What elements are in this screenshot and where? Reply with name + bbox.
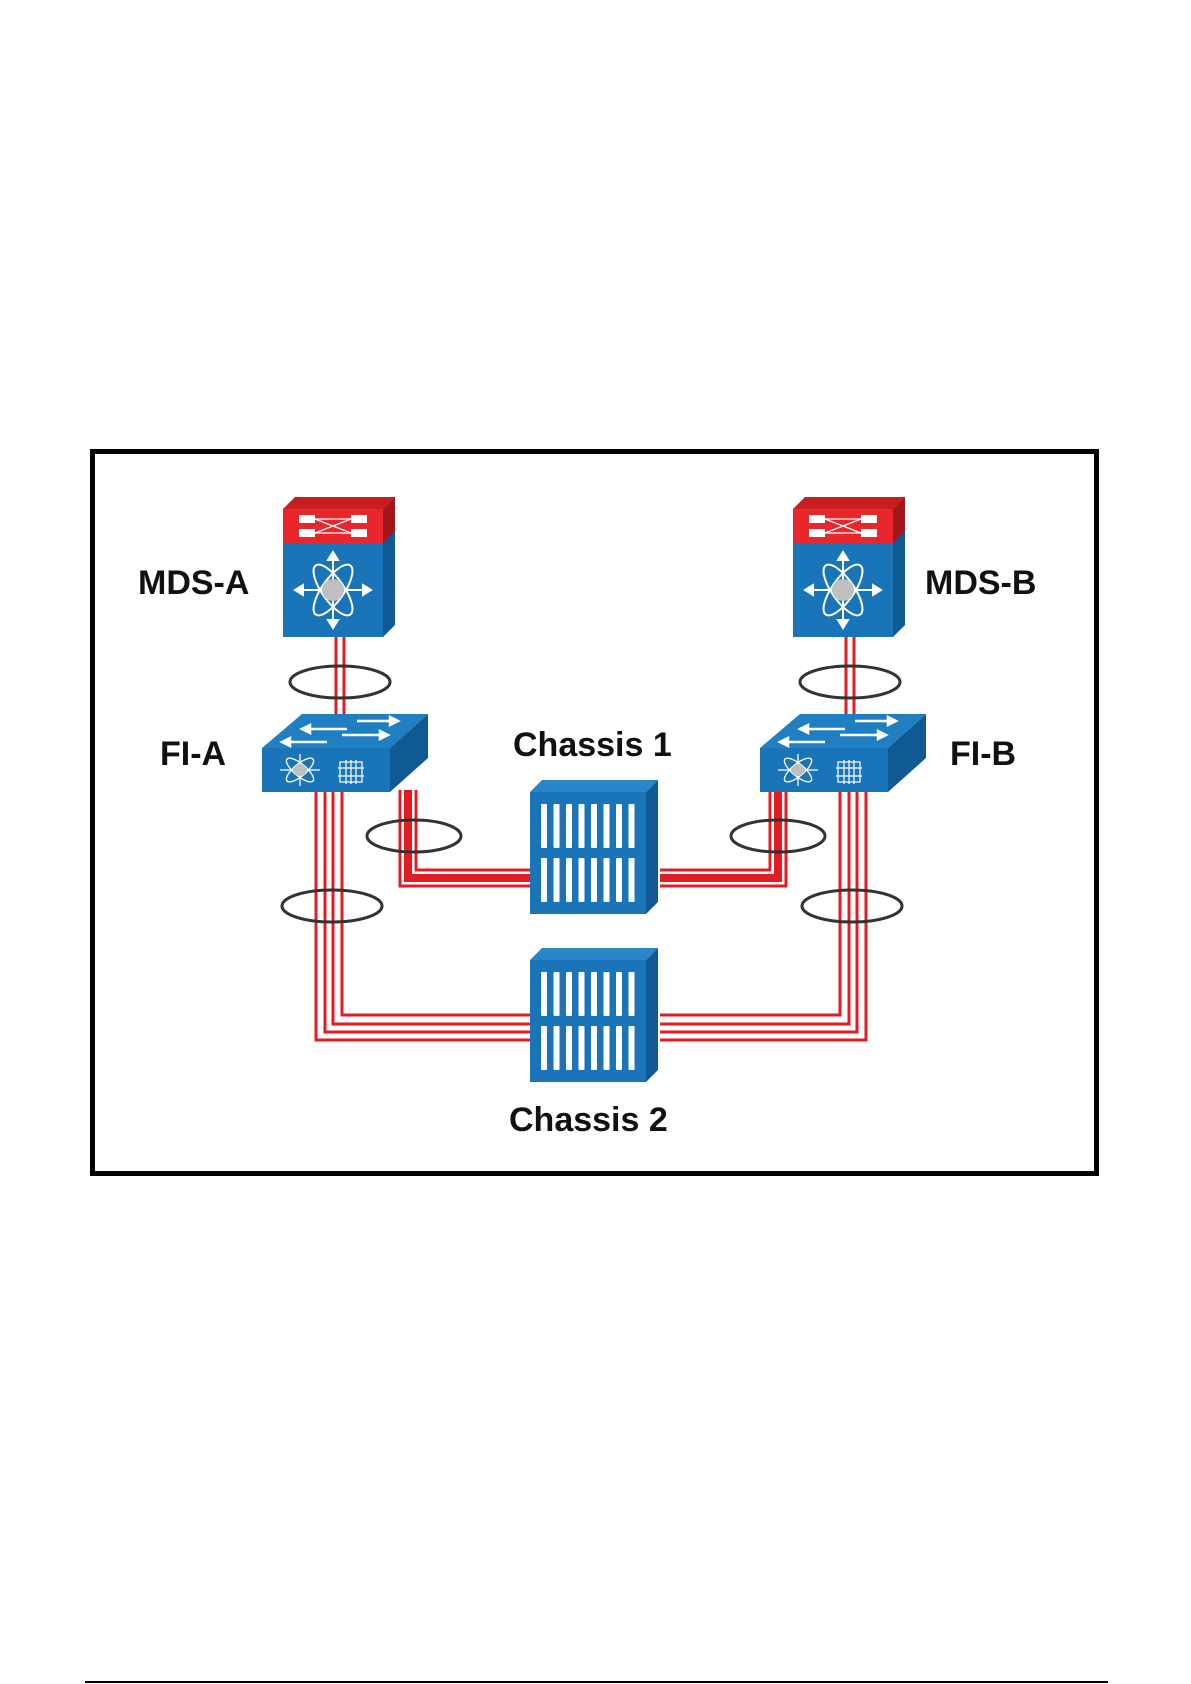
label-chassis-2: Chassis 2 xyxy=(509,1101,668,1139)
blade-chassis-icon xyxy=(530,780,658,914)
mds-multilayer-switch-icon xyxy=(283,497,395,637)
node-mds-a xyxy=(283,497,395,637)
blade-chassis-icon xyxy=(530,948,658,1082)
footer-rule xyxy=(85,1681,1108,1683)
label-fi-b: FI-B xyxy=(950,735,1016,773)
label-mds-b: MDS-B xyxy=(925,564,1036,602)
node-chassis-2 xyxy=(530,948,658,1082)
node-chassis-1 xyxy=(530,780,658,914)
node-mds-b xyxy=(793,497,905,637)
label-fi-a: FI-A xyxy=(160,735,226,773)
label-mds-a: MDS-A xyxy=(138,564,249,602)
label-chassis-1: Chassis 1 xyxy=(513,726,672,764)
mds-multilayer-switch-icon xyxy=(793,497,905,637)
